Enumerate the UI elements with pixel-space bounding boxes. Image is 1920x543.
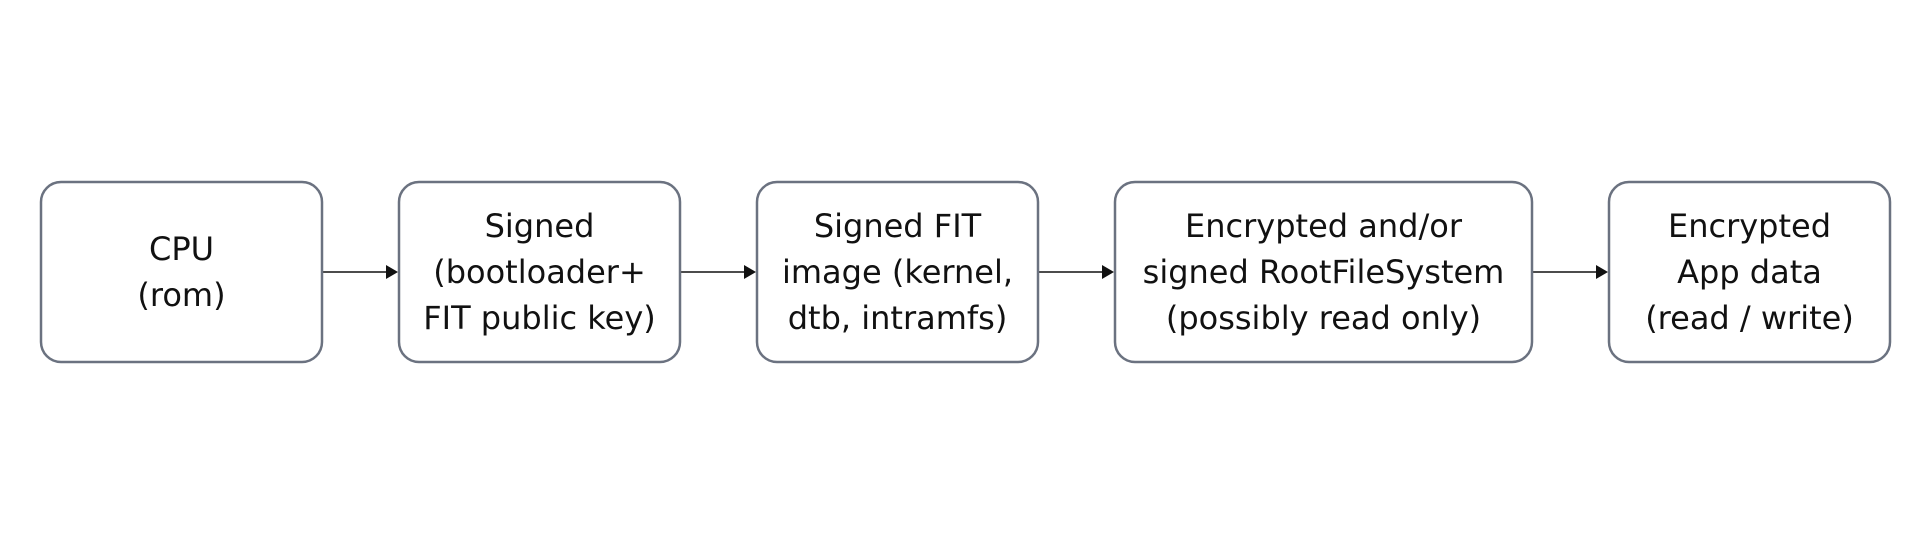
node-label-app-data-line-1: Encrypted <box>1668 207 1831 245</box>
node-bootloader: Signed (bootloader+ FIT public key) <box>397 180 682 364</box>
node-rootfs: Encrypted and/or signed RootFileSystem (po… <box>1113 180 1534 364</box>
node-label-fit-image-line-3: dtb, intramfs) <box>788 299 1008 337</box>
node-label-fit-image-line-1: Signed FIT <box>814 207 982 245</box>
arrow-head-icon <box>1596 265 1608 279</box>
arrow-bootloader-to-fit-image <box>680 265 756 279</box>
node-label-cpu-line-1: CPU <box>149 230 214 268</box>
node-label-cpu-line-2: (rom) <box>137 276 225 314</box>
node-box-app-data <box>1607 180 1892 364</box>
node-label-rootfs-line-1: Encrypted and/or <box>1185 207 1463 245</box>
arrow-head-icon <box>744 265 756 279</box>
node-cpu: CPU (rom) <box>39 180 324 364</box>
arrow-fit-image-to-rootfs <box>1038 265 1114 279</box>
node-label-rootfs-line-3: (possibly read only) <box>1166 299 1481 337</box>
node-box-bootloader <box>397 180 682 364</box>
node-label-app-data-line-3: (read / write) <box>1645 299 1854 337</box>
node-label-fit-image-line-2: image (kernel, <box>782 253 1013 291</box>
arrow-rootfs-to-app-data <box>1532 265 1608 279</box>
node-label-bootloader-line-2: (bootloader+ <box>433 253 646 291</box>
node-label-app-data-line-2: App data <box>1677 253 1822 291</box>
node-label-bootloader-line-3: FIT public key) <box>423 299 656 337</box>
edges <box>322 265 1608 279</box>
node-fit-image: Signed FIT image (kernel, dtb, intramfs) <box>755 180 1040 364</box>
arrow-head-icon <box>386 265 398 279</box>
node-label-bootloader-line-1: Signed <box>485 207 595 245</box>
nodes: CPU (rom) Signed (bootloader+ FIT public key… <box>39 180 1892 364</box>
arrow-head-icon <box>1102 265 1114 279</box>
node-box-cpu <box>39 180 324 364</box>
node-label-rootfs-line-2: signed RootFileSystem <box>1143 253 1505 291</box>
node-box-fit-image <box>755 180 1040 364</box>
node-box-rootfs <box>1113 180 1534 364</box>
arrow-cpu-to-bootloader <box>322 265 398 279</box>
